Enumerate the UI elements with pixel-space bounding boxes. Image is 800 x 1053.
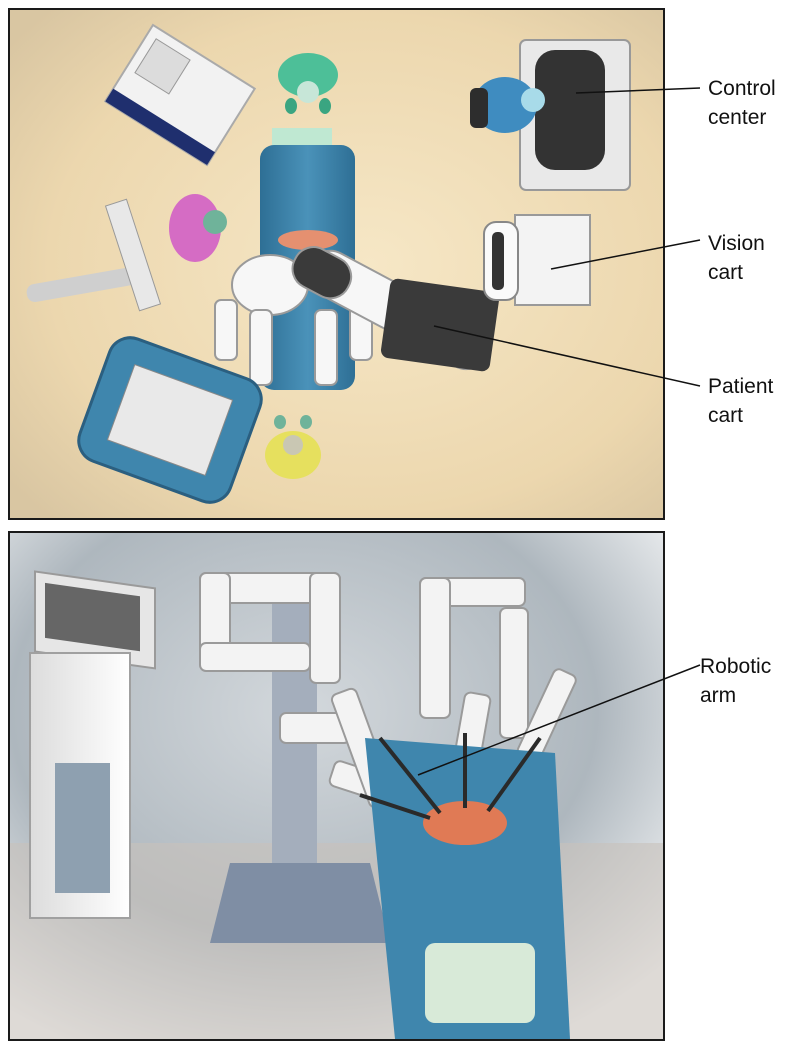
- robotic-arm-label: Robotic arm: [700, 655, 772, 707]
- monitor-boom: [26, 198, 162, 312]
- control-center-console: [470, 39, 631, 191]
- equipment-cabinet: [103, 23, 257, 167]
- operating-room-overhead-illustration: [10, 10, 663, 518]
- robotic-arm-view-panel: [8, 531, 665, 1041]
- overhead-view-panel: [8, 8, 665, 520]
- staff-member-yellow: [265, 415, 321, 479]
- patient-cart-base: [381, 278, 499, 372]
- supply-table: [77, 336, 263, 504]
- staff-member-green: [278, 53, 338, 114]
- vision-cart: [483, 214, 591, 306]
- robotic-arm-perspective-illustration: [10, 533, 663, 1039]
- vision-cart-label: Vision cart: [708, 232, 765, 284]
- staff-member-pink: [169, 194, 227, 262]
- patient-cart-label: Patient cart: [708, 375, 774, 427]
- draped-patient: [365, 738, 570, 1039]
- control-center-label: Control center: [708, 77, 776, 129]
- vision-tower: [29, 570, 156, 919]
